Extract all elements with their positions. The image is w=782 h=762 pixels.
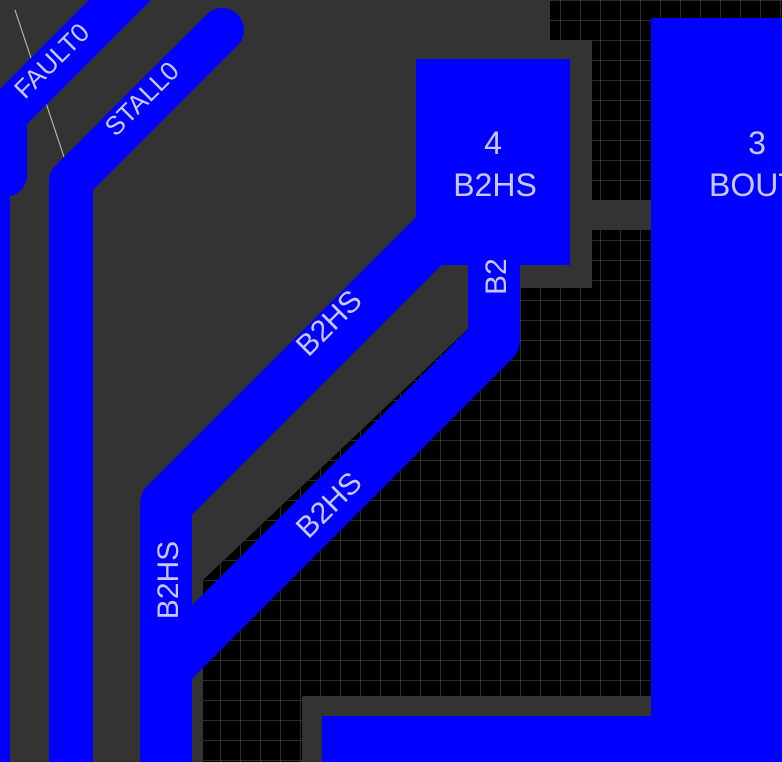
pad-3[interactable]: [651, 18, 782, 762]
pad-bottom[interactable]: [322, 716, 782, 762]
pad-3-net: BOUT: [709, 167, 782, 203]
trace-stall[interactable]: [49, 8, 244, 762]
trace-b2hs-lower[interactable]: [140, 244, 520, 694]
pad-3-number: 3: [748, 125, 766, 161]
traces-layer: [0, 0, 520, 762]
pad-4[interactable]: [416, 59, 570, 265]
trace-label-b2hs-stub: B2: [480, 258, 513, 295]
trace-label-b2hs-vertical: B2HS: [152, 541, 185, 619]
pad-4-net: B2HS: [453, 167, 537, 203]
pad-4-number: 4: [484, 125, 502, 161]
trace-fault[interactable]: [0, 0, 152, 197]
